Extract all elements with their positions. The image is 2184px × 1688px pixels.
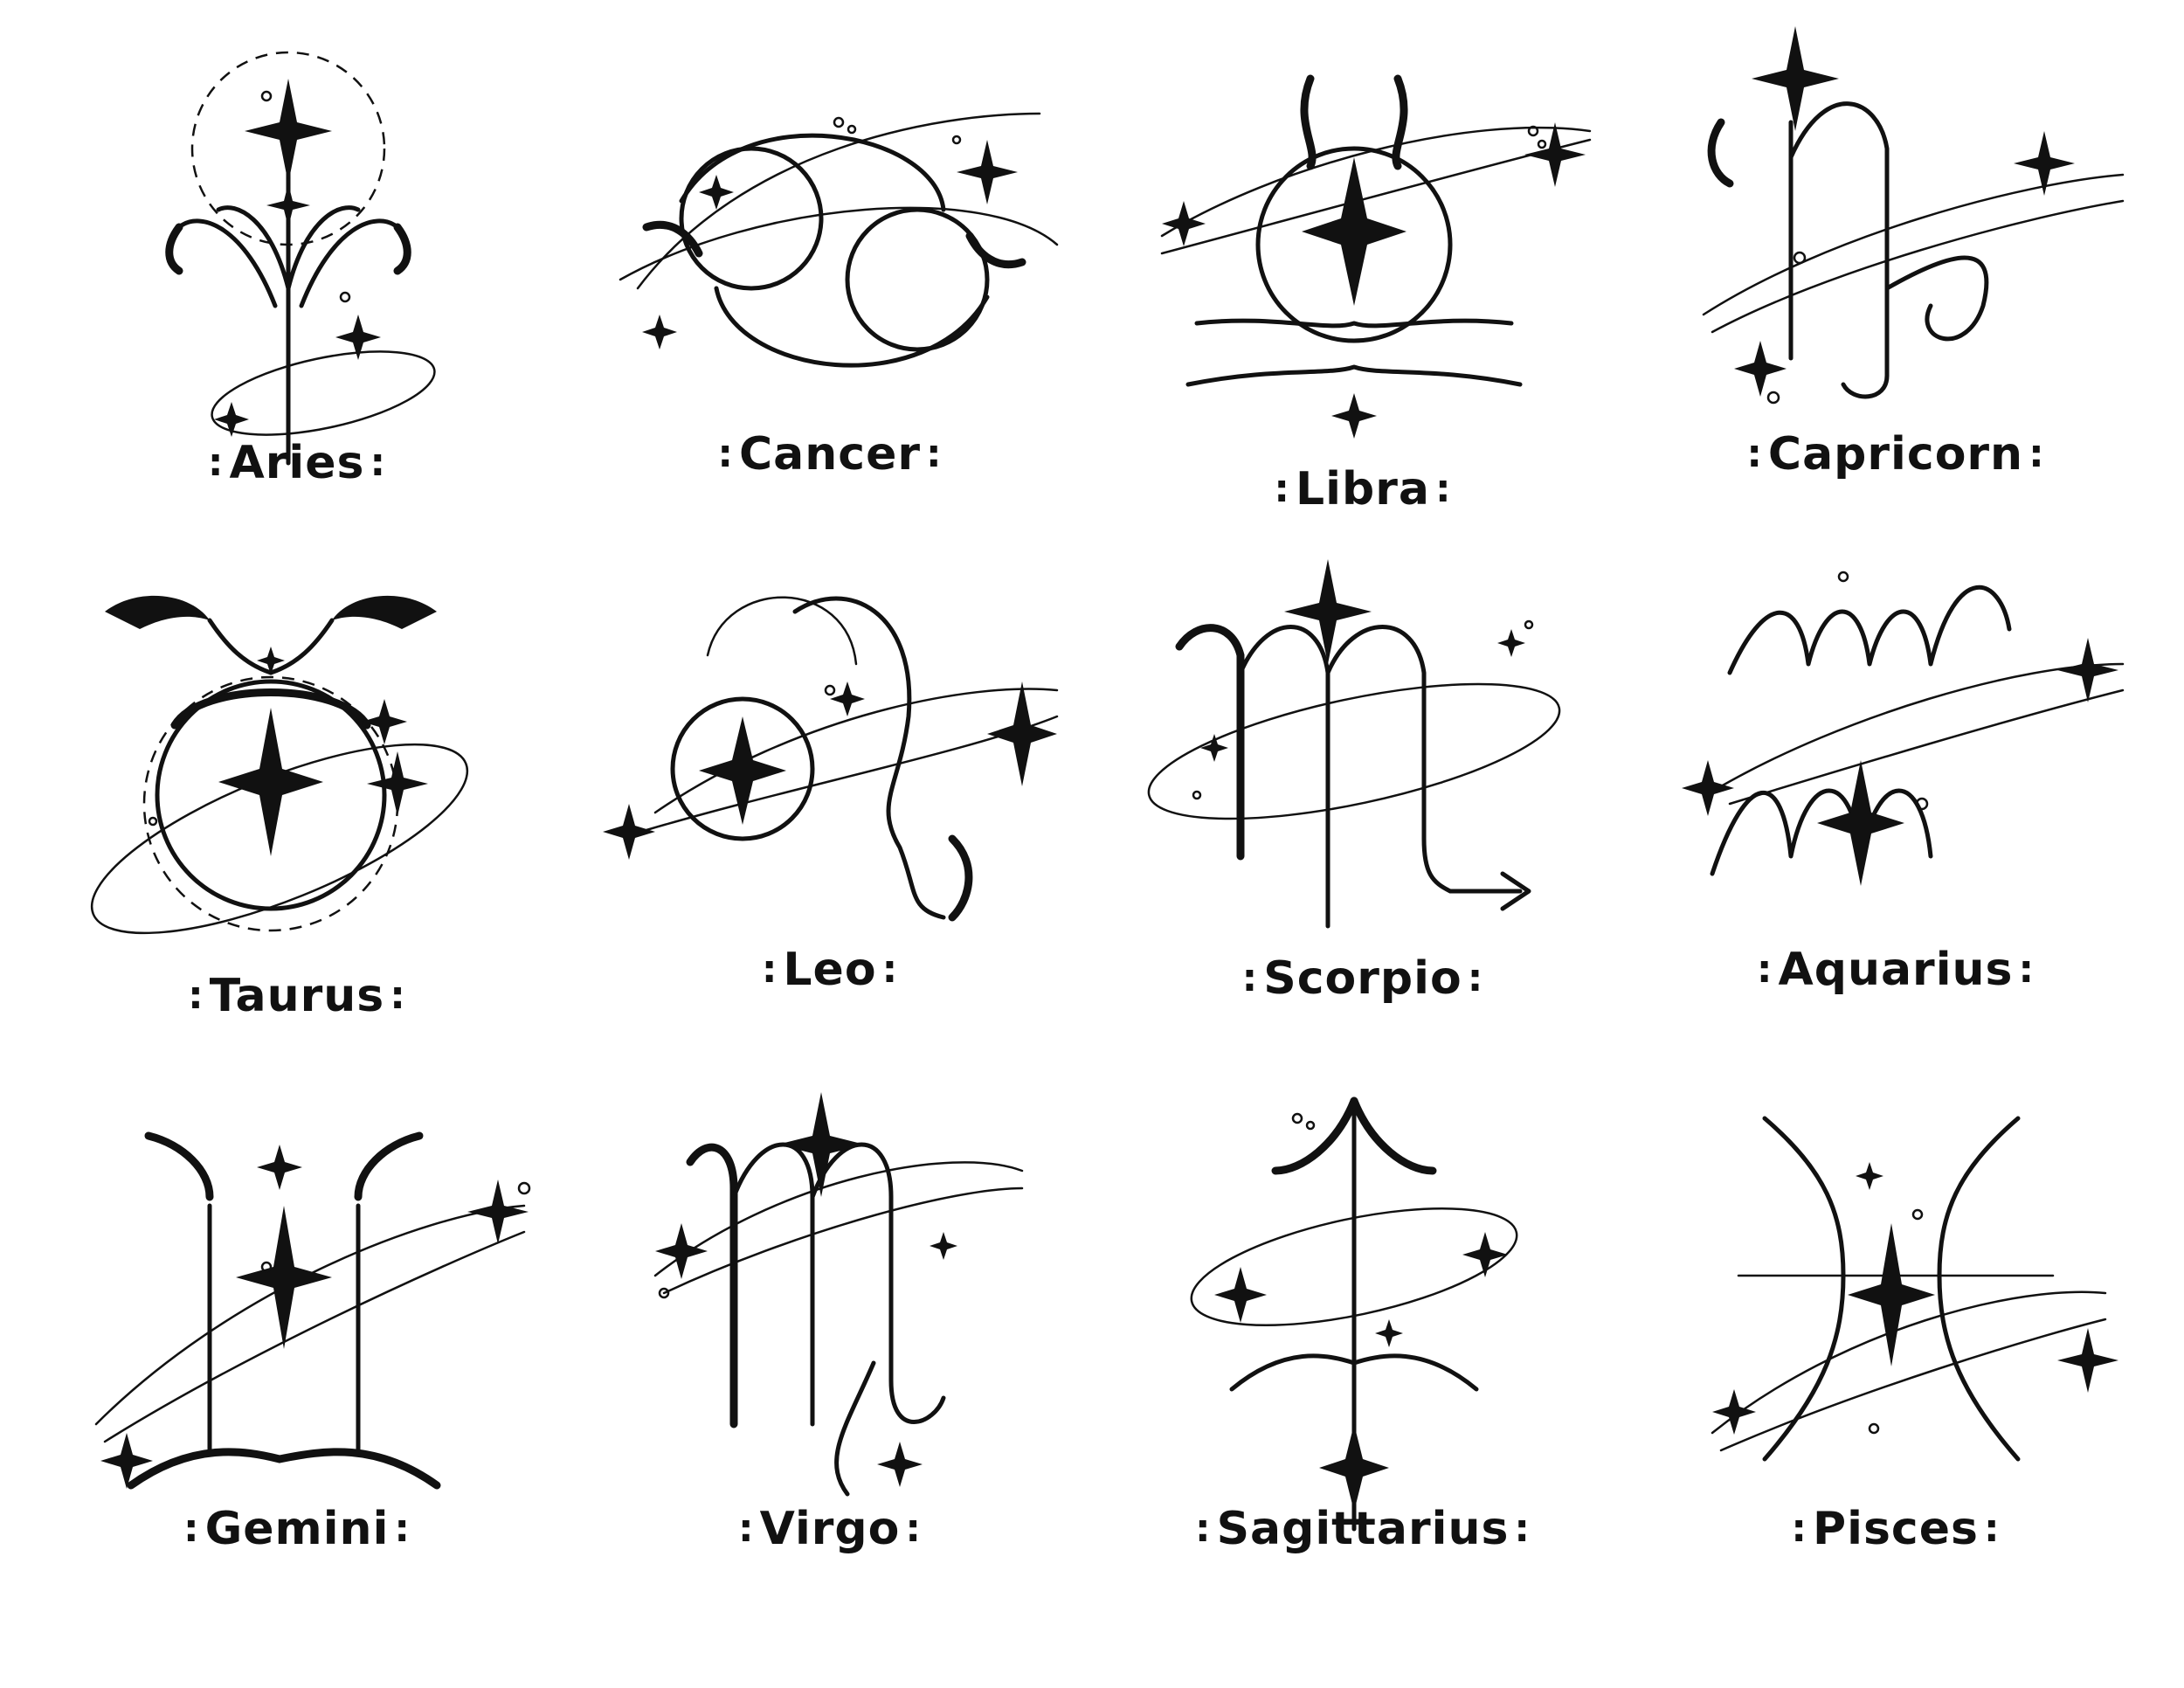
sign-card-aries: :Aries: <box>35 26 559 550</box>
capricorn-glyph-icon <box>1702 26 2125 405</box>
sign-label-virgo: :Virgo: <box>568 1503 1092 1555</box>
sign-label-leo: :Leo: <box>568 944 1092 996</box>
label-deco-right: : <box>2028 432 2045 476</box>
sign-name: Aquarius <box>1778 944 2014 996</box>
label-deco-left: : <box>1274 467 1291 511</box>
sign-name: Libra <box>1296 463 1430 515</box>
sign-label-pisces: :Pisces: <box>1634 1503 2158 1555</box>
label-deco-left: : <box>1241 956 1259 1000</box>
sign-card-virgo: :Virgo: <box>568 1092 1092 1616</box>
label-deco-right: : <box>1514 1506 1531 1551</box>
taurus-glyph-icon <box>90 595 469 935</box>
label-deco-right: : <box>390 973 406 1018</box>
sign-card-gemini: :Gemini: <box>35 1092 559 1616</box>
sign-label-aquarius: :Aquarius: <box>1634 944 2158 996</box>
label-deco-right: : <box>1467 956 1484 1000</box>
sign-name: Virgo <box>759 1503 901 1555</box>
sign-name: Scorpio <box>1263 952 1462 1005</box>
sign-name: Aries <box>229 437 365 489</box>
sign-label-gemini: :Gemini: <box>35 1503 559 1555</box>
aries-glyph-icon <box>165 51 436 466</box>
label-deco-left: : <box>717 432 734 476</box>
label-deco-left: : <box>761 947 778 992</box>
label-deco-right: : <box>1983 1506 2001 1551</box>
sign-name: Sagittarius <box>1216 1503 1510 1555</box>
cancer-glyph-icon <box>619 112 1059 368</box>
sign-card-taurus: :Taurus: <box>35 559 559 1083</box>
sign-card-leo: :Leo: <box>568 559 1092 1083</box>
sign-label-cancer: :Cancer: <box>568 428 1092 481</box>
gemini-glyph-icon <box>94 1131 531 1490</box>
leo-glyph-icon <box>603 596 1059 922</box>
sign-name: Gemini <box>204 1503 390 1555</box>
sign-label-scorpio: :Scorpio: <box>1101 952 1625 1005</box>
pisces-glyph-icon <box>1711 1116 2118 1462</box>
label-deco-right: : <box>881 947 899 992</box>
sign-name: Cancer <box>738 428 921 481</box>
label-deco-left: : <box>1194 1506 1212 1551</box>
sign-card-aquarius: :Aquarius: <box>1634 559 2158 1083</box>
label-deco-right: : <box>370 440 387 485</box>
label-deco-right: : <box>926 432 943 476</box>
virgo-glyph-icon <box>653 1092 1024 1497</box>
sign-label-taurus: :Taurus: <box>35 970 559 1022</box>
sign-card-capricorn: :Capricorn: <box>1634 26 2158 550</box>
label-deco-left: : <box>183 1506 200 1551</box>
label-deco-left: : <box>1756 947 1773 992</box>
label-deco-left: : <box>738 1506 755 1551</box>
sign-label-libra: :Libra: <box>1101 463 1625 515</box>
sign-name: Leo <box>783 944 877 996</box>
sign-card-sagittarius: :Sagittarius: <box>1101 1092 1625 1616</box>
label-deco-left: : <box>1746 432 1763 476</box>
sign-label-capricorn: :Capricorn: <box>1634 428 2158 481</box>
label-deco-right: : <box>2018 947 2035 992</box>
sign-name: Pisces <box>1813 1503 1979 1555</box>
sign-label-sagittarius: :Sagittarius: <box>1101 1503 1625 1555</box>
sign-name: Taurus <box>209 970 385 1022</box>
libra-glyph-icon <box>1160 74 1592 439</box>
label-deco-left: : <box>1791 1506 1808 1551</box>
label-deco-right: : <box>394 1506 411 1551</box>
sign-label-aries: :Aries: <box>35 437 559 489</box>
label-deco-left: : <box>207 440 225 485</box>
sign-card-scorpio: :Scorpio: <box>1101 559 1625 1083</box>
aquarius-glyph-icon <box>1682 571 2125 886</box>
label-deco-right: : <box>905 1506 922 1551</box>
sign-card-pisces: :Pisces: <box>1634 1092 2158 1616</box>
sign-card-libra: :Libra: <box>1101 26 1625 550</box>
label-deco-left: : <box>188 973 204 1018</box>
label-deco-right: : <box>1434 467 1452 511</box>
sign-name: Capricorn <box>1767 428 2024 481</box>
sagittarius-glyph-icon <box>1190 1097 1518 1532</box>
sign-card-cancer: :Cancer: <box>568 26 1092 550</box>
scorpio-glyph-icon <box>1147 559 1561 929</box>
